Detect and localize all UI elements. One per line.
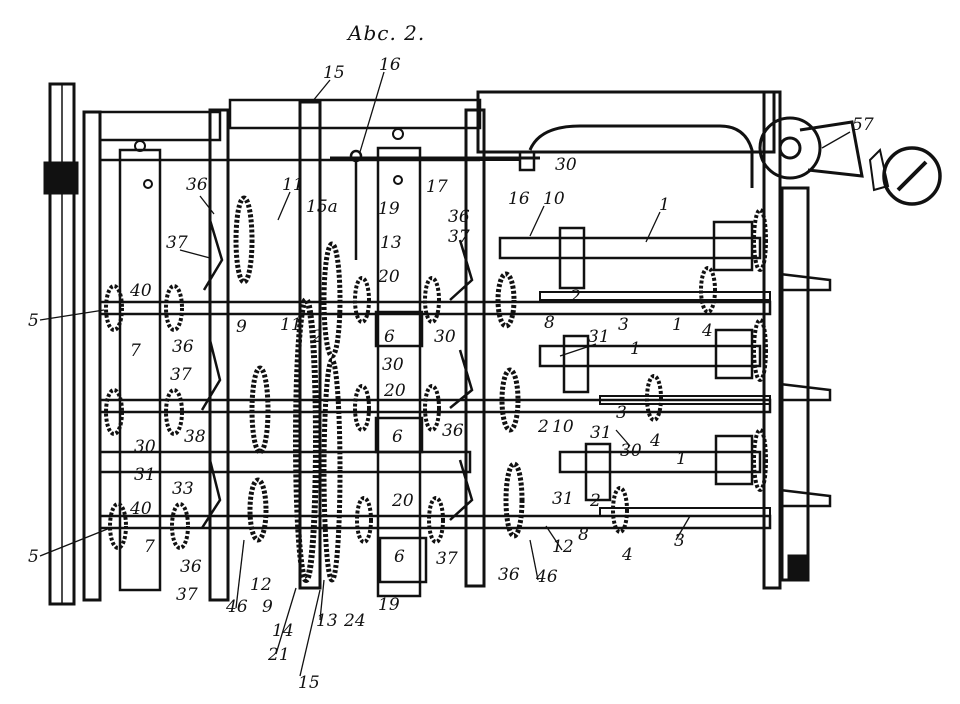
label-7-a: 7	[130, 341, 141, 361]
label-31-b: 31	[590, 423, 612, 443]
label-30-d: 30	[620, 441, 642, 461]
label-5-a: 5	[28, 311, 39, 331]
label-20-a: 20	[377, 267, 400, 287]
label-6-a: 6	[384, 327, 395, 347]
label-31-a: 31	[588, 327, 610, 347]
label-4-a: 4	[701, 321, 713, 341]
label-19-a: 19	[378, 199, 400, 219]
left-shaft-collar	[43, 161, 79, 195]
figure-title: Abc. 2.	[346, 21, 425, 45]
crank-arm	[799, 120, 864, 178]
label-37-c: 37	[170, 365, 192, 385]
label-9-a: 9	[236, 317, 247, 337]
plate-2	[208, 108, 230, 602]
mechanism	[43, 82, 942, 606]
label-11-b: 11	[280, 315, 302, 335]
label-19-b: 19	[378, 595, 400, 615]
label-15-top: 15	[323, 63, 345, 83]
label-1-a: 1	[659, 195, 670, 215]
label-15-bottom: 15	[298, 673, 320, 693]
frame-top-bar-middle	[228, 98, 482, 130]
frame-arch	[528, 124, 754, 188]
label-37-a: 37	[166, 233, 188, 253]
shaft-row-middle	[98, 344, 772, 414]
label-36-a: 36	[186, 175, 208, 195]
label-30-a: 30	[434, 327, 456, 347]
label-4-c: 4	[621, 545, 633, 565]
leader-lines	[39, 71, 851, 677]
gears	[104, 195, 768, 583]
label-38: 38	[184, 427, 206, 447]
label-7-b: 7	[144, 537, 155, 557]
shaft-row-bottom	[98, 450, 772, 530]
label-24: 24	[343, 611, 366, 631]
reference-labels: 15 16 57 30 16 10 1 36 11 15a 19 17 36 3…	[28, 55, 874, 693]
label-6-c: 6	[394, 547, 405, 567]
label-37-b: 37	[448, 227, 470, 247]
label-36-b: 36	[448, 207, 470, 227]
label-3-a: 3	[618, 315, 629, 335]
label-3-c: 3	[674, 531, 685, 551]
label-20-b: 20	[383, 381, 406, 401]
label-36-d: 36	[442, 421, 464, 441]
label-33: 33	[172, 479, 194, 499]
label-37-e: 37	[176, 585, 198, 605]
label-9-b: 9	[262, 597, 273, 617]
label-2-a: 2	[569, 287, 581, 307]
label-37-d: 37	[436, 549, 458, 569]
frame-left-post	[82, 110, 102, 602]
label-10-a: 10	[543, 189, 565, 209]
label-30-b: 30	[382, 355, 404, 375]
label-30-c: 30	[134, 437, 156, 457]
label-2-b: 2	[311, 327, 323, 347]
label-1-c: 1	[630, 339, 641, 359]
label-11-a: 11	[282, 175, 304, 195]
label-4-b: 4	[649, 431, 661, 451]
label-6-b: 6	[392, 427, 403, 447]
label-2-d: 2	[589, 491, 601, 511]
label-13-a: 13	[380, 233, 402, 253]
label-40-a: 40	[129, 281, 152, 301]
frame-top-bar-left	[98, 110, 222, 142]
label-46-a: 46	[535, 567, 558, 587]
label-1-d: 1	[676, 449, 687, 469]
label-12-b: 12	[250, 575, 272, 595]
label-36-c: 36	[172, 337, 194, 357]
label-8-a: 8	[544, 313, 555, 333]
label-20-c: 20	[391, 491, 414, 511]
label-16-b: 16	[508, 189, 530, 209]
label-13-b: 13	[316, 611, 338, 631]
label-21: 21	[267, 645, 290, 665]
label-3-b: 3	[616, 403, 627, 423]
label-8-b: 8	[578, 525, 589, 545]
label-5-b: 5	[28, 547, 39, 567]
label-30-top: 30	[555, 155, 577, 175]
label-31-d: 31	[552, 489, 574, 509]
label-31-c: 31	[134, 465, 156, 485]
label-1-b: 1	[672, 315, 683, 335]
label-15a: 15a	[306, 197, 338, 217]
label-36-e: 36	[180, 557, 202, 577]
crank-knob	[882, 146, 942, 206]
label-57: 57	[852, 115, 874, 135]
label-17: 17	[426, 177, 448, 197]
plate-5	[464, 108, 486, 588]
frame-top-right	[476, 90, 776, 154]
label-10-b: 10	[552, 417, 574, 437]
plate-4	[376, 146, 422, 598]
shaft-row-top	[98, 236, 772, 316]
crank-hub	[758, 116, 822, 180]
label-2-c: 2	[537, 417, 549, 437]
label-40-b: 40	[129, 499, 152, 519]
label-36-f: 36	[498, 565, 520, 585]
label-16-top: 16	[379, 55, 401, 75]
